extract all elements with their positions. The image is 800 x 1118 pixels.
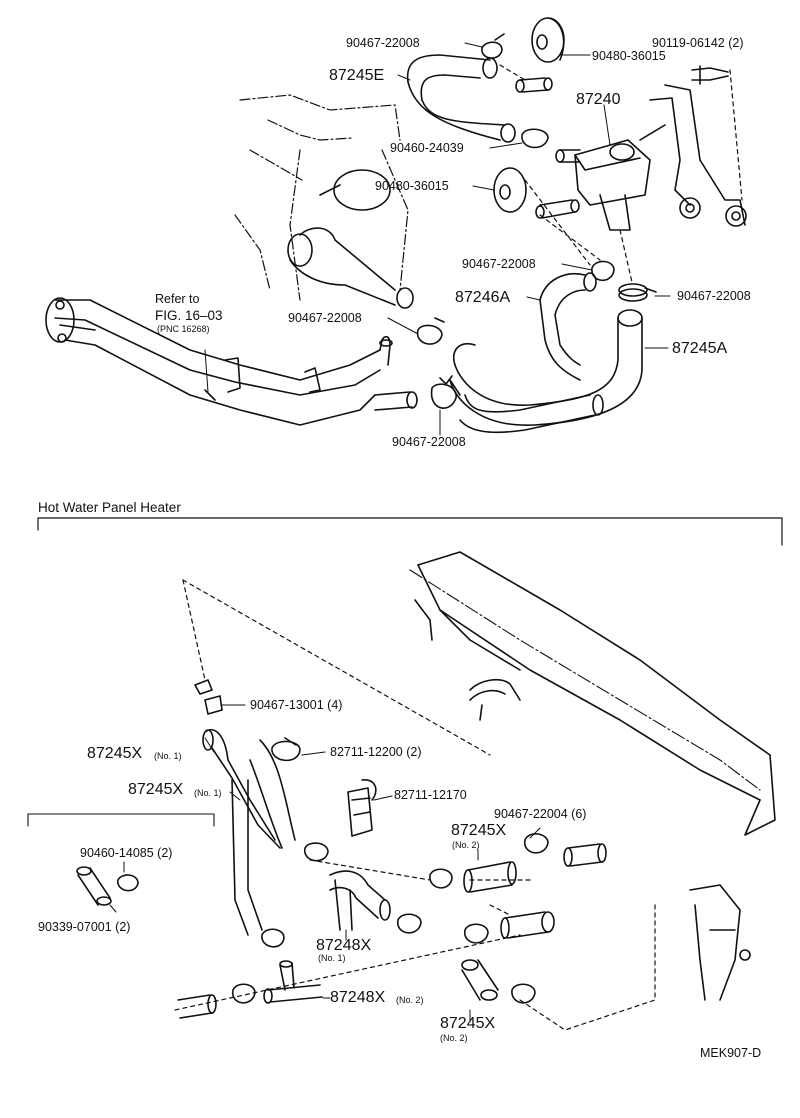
assembly-dashes-top: [499, 64, 743, 283]
clamp-mid-2: [618, 283, 657, 302]
pipe-stub-top: [515, 77, 553, 93]
label-87245X-no1-a-sub: (No. 1): [154, 751, 182, 761]
hose-87245X-no1-a: [202, 729, 281, 849]
diagram-code: MEK907-D: [700, 1046, 762, 1060]
clamp-82711-12170: [347, 779, 377, 837]
hose-87245X-no1-b: [231, 739, 296, 936]
refer-label-line2: FIG. 16–03: [155, 308, 223, 323]
hose-87245X-no2-b: [461, 959, 499, 1001]
label-90467-22008-d: 90467-22008: [288, 311, 362, 325]
section-title: Hot Water Panel Heater: [38, 500, 181, 515]
water-pipe-assembly: [45, 297, 418, 426]
joint-87248X-no2: [263, 960, 323, 1004]
label-82711-12170: 82711-12170: [394, 788, 467, 802]
refer-label-line1: Refer to: [155, 292, 200, 306]
clamp-82711-12200: [271, 737, 301, 762]
pipe-stub-mid: [535, 199, 580, 219]
hose-87245X-no2-a: [463, 861, 517, 893]
label-87248X-no1-sub: (No. 1): [318, 953, 346, 963]
clamp-90460-14085: [117, 874, 139, 892]
label-87245X-no2-b-sub: (No. 2): [440, 1033, 468, 1043]
label-87245A: 87245A: [672, 340, 728, 357]
assembly-dashes-bottom: [174, 579, 656, 1031]
label-90467-22008-e: 90467-22008: [392, 435, 466, 449]
grommet-top-1: [531, 17, 565, 63]
label-87245X-no1-b: 87245X: [128, 781, 184, 798]
instrument-panel-reinforcement: [414, 551, 776, 836]
hose-piece-mid: [500, 911, 555, 939]
clamp-top-1: [481, 33, 505, 59]
label-90480-36015: 90480-36015: [592, 49, 666, 63]
valve-bracket: [639, 84, 747, 227]
hose-lower-return: [459, 394, 604, 434]
hose-87246A: [539, 272, 597, 381]
clamp-group-bottom: [232, 833, 549, 1004]
engine-block-outline: [234, 94, 409, 301]
label-90460-14085: 90460-14085 (2): [80, 846, 173, 860]
label-87245X-no1-a: 87245X: [87, 745, 143, 762]
label-90460-24039: 90460-24039: [390, 141, 464, 155]
label-87245X-no2-b: 87245X: [440, 1015, 496, 1032]
clamp-left-mid: [416, 317, 445, 345]
bolt-90119: [691, 65, 729, 85]
label-90467-13001: 90467-13001 (4): [250, 698, 343, 712]
hose-piece-right: [563, 843, 607, 867]
leaders-bottom: [109, 704, 541, 1021]
engine-water-outlet-pipe: [287, 227, 414, 309]
hose-87245A: [449, 309, 643, 426]
pipe-90339: [76, 866, 112, 906]
hose-end-left: [177, 994, 217, 1019]
label-90339-07001: 90339-07001 (2): [38, 920, 131, 934]
label-87248X-no1: 87248X: [316, 937, 372, 954]
label-87245X-no1-b-sub: (No. 1): [194, 788, 222, 798]
label-87240: 87240: [576, 91, 621, 108]
label-90480-36015-b: 90480-36015: [375, 179, 449, 193]
clamp-lower: [430, 375, 457, 409]
clip-90467-13001: [194, 679, 223, 715]
label-87245X-no2-a-sub: (No. 2): [452, 840, 480, 850]
label-87246A: 87246A: [455, 289, 511, 306]
panel-centerline: [409, 569, 761, 791]
hose-87245E: [406, 54, 516, 143]
label-87245E: 87245E: [329, 67, 385, 84]
leaders-top: [387, 42, 671, 436]
label-87248X-no2-sub: (No. 2): [396, 995, 424, 1005]
subset-bracket: [27, 813, 215, 827]
refer-leader: [204, 349, 209, 393]
joint-87248X-no1: [329, 870, 391, 931]
label-87245X-no2-a: 87245X: [451, 822, 507, 839]
label-90467-22004: 90467-22004 (6): [494, 807, 587, 821]
engine-outlet-fitting: [319, 169, 391, 211]
water-valve-87240: [555, 139, 651, 231]
clamp-top-2: [521, 128, 549, 149]
heater-unit: [689, 884, 751, 1001]
label-90467-22008-b: 90467-22008: [462, 257, 536, 271]
grommet-mid: [493, 167, 527, 213]
label-90467-22008-c: 90467-22008: [677, 289, 751, 303]
label-90119-06142: 90119-06142 (2): [652, 36, 744, 50]
label-90467-22008: 90467-22008: [346, 36, 420, 50]
label-87248X-no2: 87248X: [330, 989, 386, 1006]
refer-label-line3: (PNC 16268): [157, 324, 210, 334]
label-82711-12200: 82711-12200 (2): [330, 745, 422, 759]
section-bracket: [37, 517, 783, 546]
